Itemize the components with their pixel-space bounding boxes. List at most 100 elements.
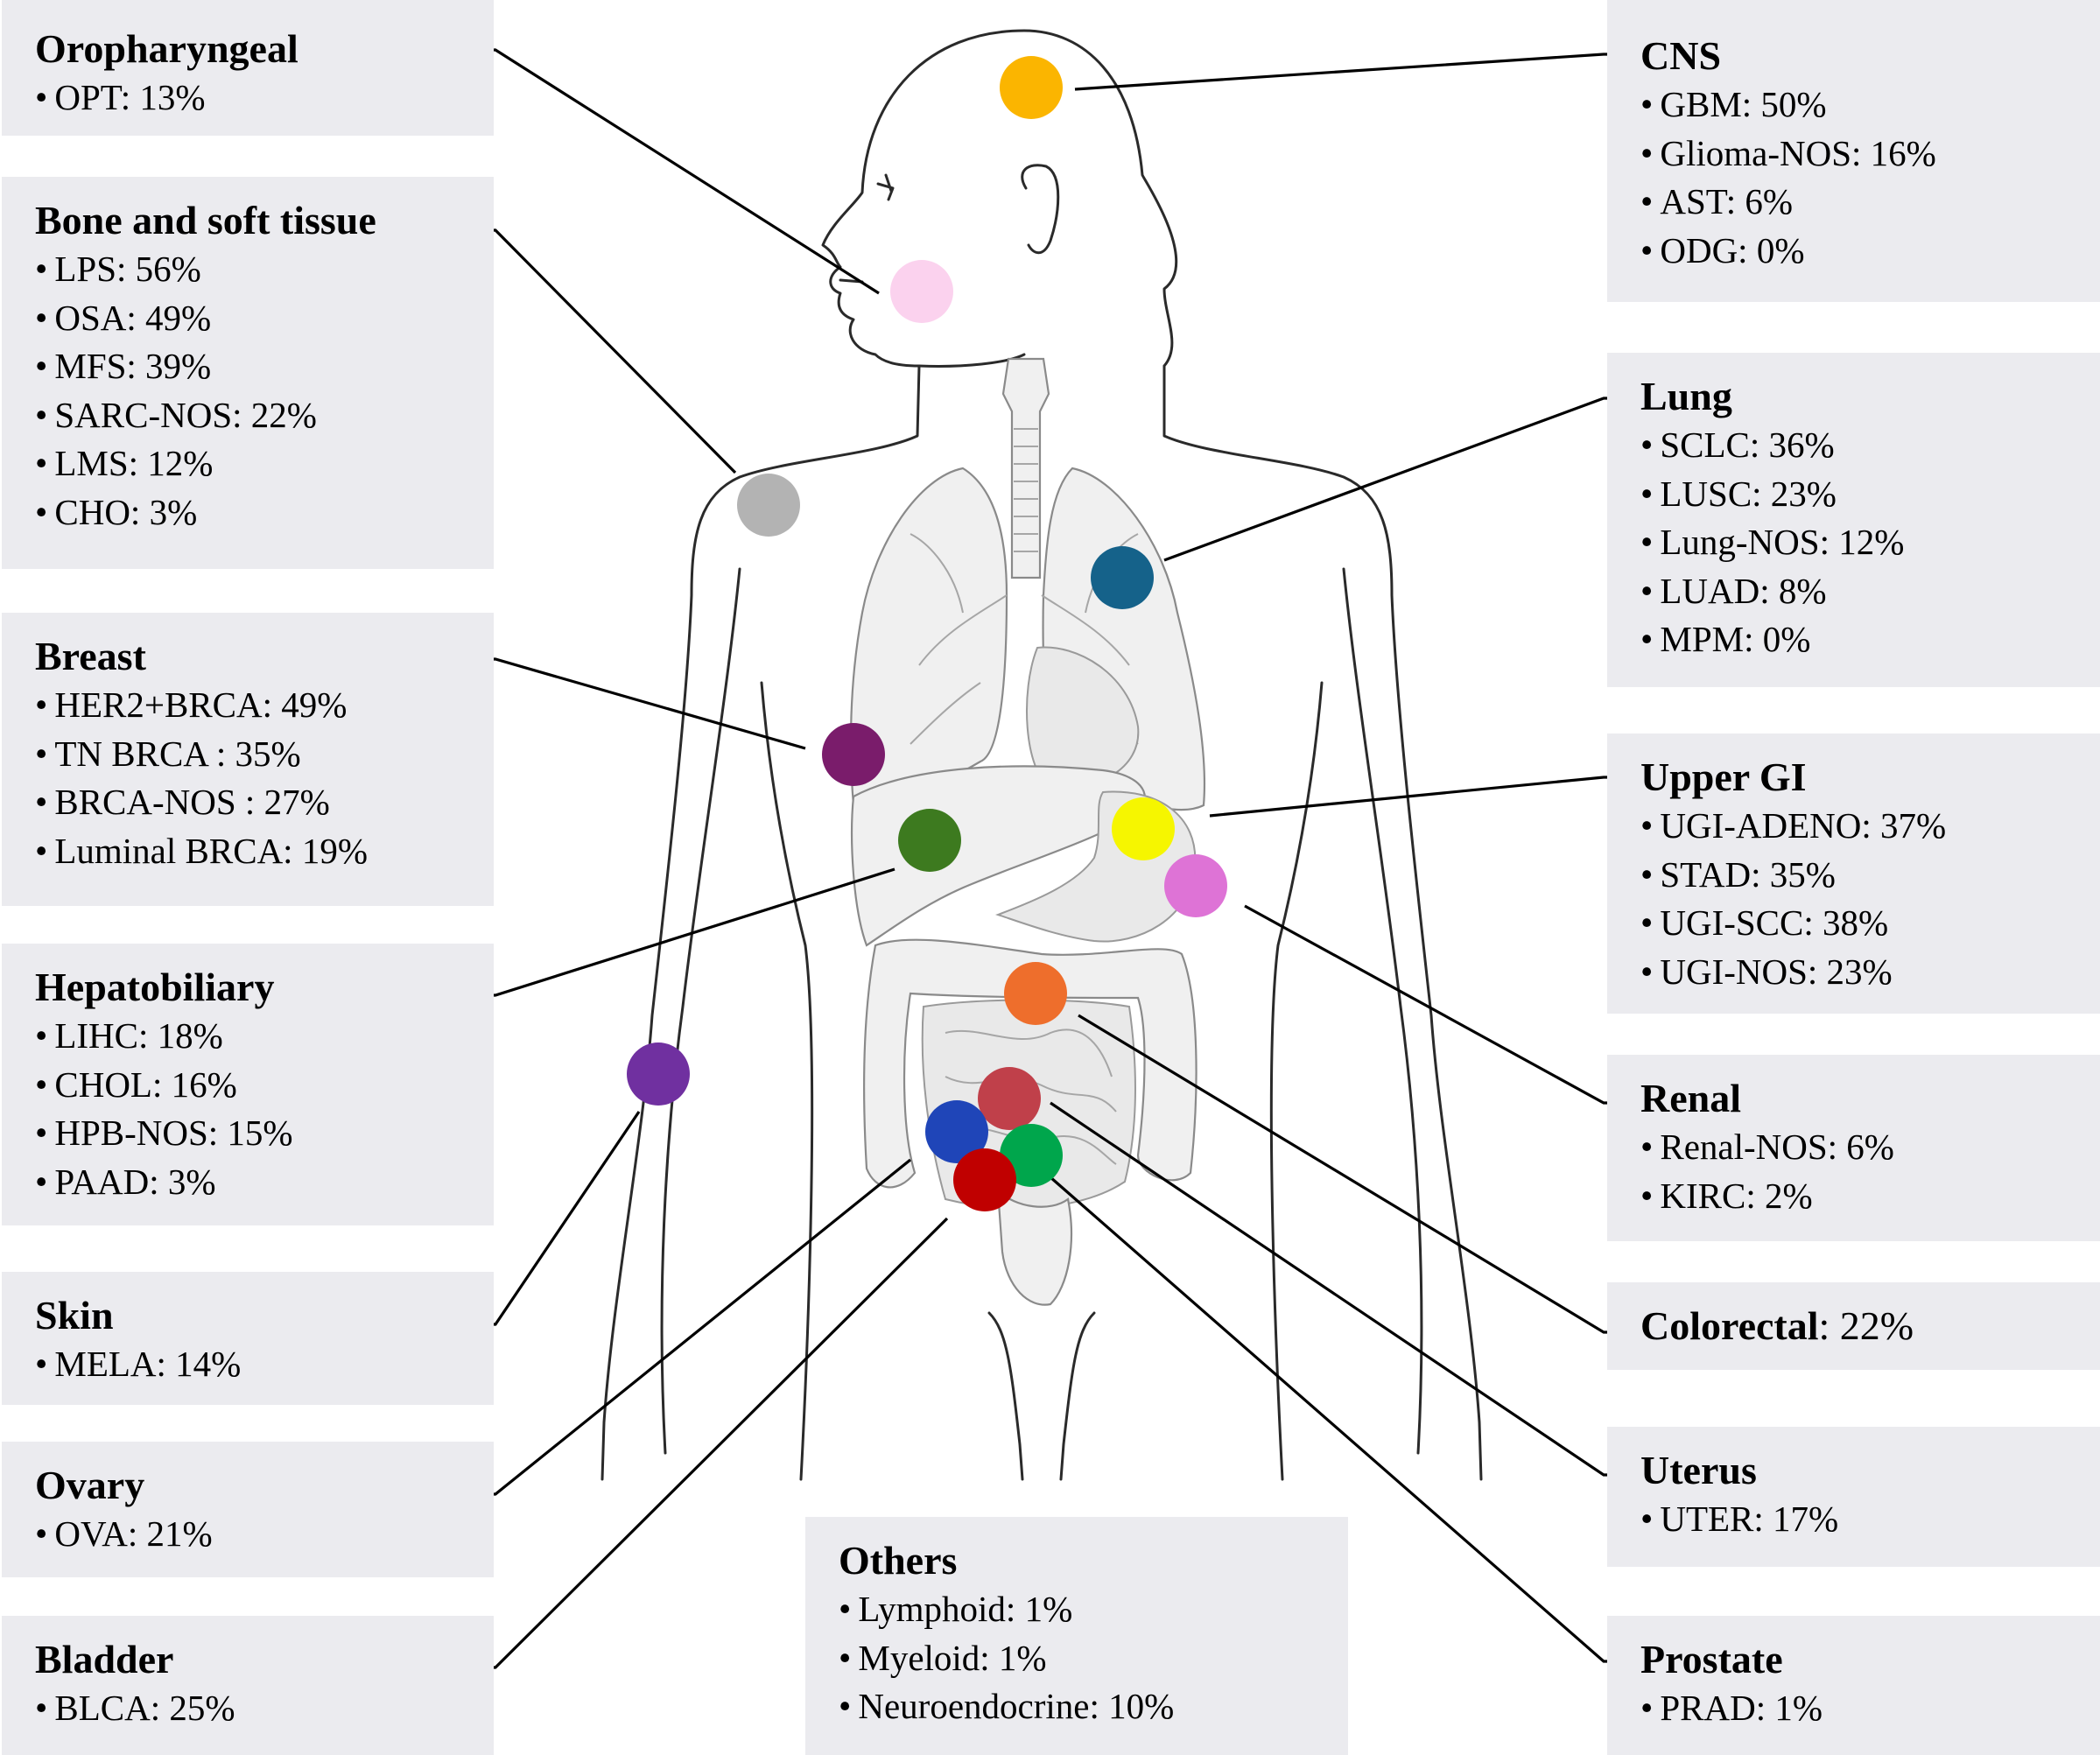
item-list: MELA: 14% (35, 1340, 494, 1389)
item-list: OVA: 21% (35, 1510, 494, 1559)
list-item: Renal-NOS: 6% (1640, 1123, 2100, 1172)
list-item: Neuroendocrine: 10% (839, 1682, 1348, 1731)
list-item: LUAD: 8% (1640, 567, 2100, 616)
list-item: Luminal BRCA: 19% (35, 827, 494, 876)
list-item: Lung-NOS: 12% (1640, 518, 2100, 567)
box-title: CNS (1640, 33, 1722, 78)
dot-bladder (953, 1148, 1016, 1211)
box-skin: Skin MELA: 14% (2, 1272, 494, 1405)
box-title: Breast (35, 634, 146, 678)
dot-prostate (1000, 1124, 1063, 1187)
box-title: Skin (35, 1293, 114, 1337)
dot-hepatobiliary (898, 809, 961, 872)
box-title: Colorectal: 22% (1640, 1302, 2100, 1351)
dot-bone-soft-tissue (737, 474, 800, 537)
dot-breast (822, 723, 885, 786)
leader-upper-gi (1209, 776, 1637, 818)
list-item: BLCA: 25% (35, 1684, 494, 1733)
item-list: GBM: 50%Glioma-NOS: 16%AST: 6%ODG: 0% (1640, 81, 2100, 275)
trachea-shape (1001, 357, 1050, 579)
box-lung: Lung SCLC: 36%LUSC: 23%Lung-NOS: 12%LUAD… (1607, 353, 2100, 687)
box-others: Others Lymphoid: 1%Myeloid: 1%Neuroendoc… (805, 1517, 1348, 1755)
organs (849, 357, 1206, 1481)
box-upper-gi: Upper GI UGI-ADENO: 37%STAD: 35%UGI-SCC:… (1607, 734, 2100, 1014)
list-item: CHOL: 16% (35, 1061, 494, 1110)
box-title: Others (839, 1538, 958, 1583)
dot-lung (1091, 546, 1154, 609)
dot-oropharyngeal (890, 260, 953, 323)
list-item: SCLC: 36% (1640, 421, 2100, 470)
list-item: STAD: 35% (1640, 851, 2100, 900)
list-item: HPB-NOS: 15% (35, 1109, 494, 1158)
item-list: OPT: 13% (35, 74, 494, 123)
rectum-shape (996, 1188, 1073, 1306)
dot-renal (1164, 854, 1227, 917)
item-list: Lymphoid: 1%Myeloid: 1%Neuroendocrine: 1… (839, 1585, 1348, 1731)
list-item: LIHC: 18% (35, 1012, 494, 1061)
dot-ovary (925, 1100, 988, 1163)
box-cns: CNS GBM: 50%Glioma-NOS: 16%AST: 6%ODG: 0… (1607, 0, 2100, 302)
list-item: UTER: 17% (1640, 1495, 2100, 1544)
box-breast: Breast HER2+BRCA: 49%TN BRCA : 35%BRCA-N… (2, 613, 494, 906)
list-item: KIRC: 2% (1640, 1172, 2100, 1221)
box-ovary: Ovary OVA: 21% (2, 1442, 494, 1577)
box-hepatobiliary: Hepatobiliary LIHC: 18%CHOL: 16%HPB-NOS:… (2, 944, 494, 1225)
list-item: OPT: 13% (35, 74, 494, 123)
list-item: LMS: 12% (35, 439, 494, 488)
list-item: OVA: 21% (35, 1510, 494, 1559)
box-title: Prostate (1640, 1637, 1783, 1681)
list-item: BRCA-NOS : 27% (35, 778, 494, 827)
item-list: BLCA: 25% (35, 1684, 494, 1733)
box-uterus: Uterus UTER: 17% (1607, 1427, 2100, 1567)
list-item: UGI-ADENO: 37% (1640, 802, 2100, 851)
list-item: MFS: 39% (35, 342, 494, 391)
dot-skin (627, 1042, 690, 1106)
item-list: Renal-NOS: 6%KIRC: 2% (1640, 1123, 2100, 1220)
item-list: SCLC: 36%LUSC: 23%Lung-NOS: 12%LUAD: 8%M… (1640, 421, 2100, 664)
dot-cns (1000, 56, 1063, 119)
site-dots (627, 56, 1227, 1211)
list-item: AST: 6% (1640, 178, 2100, 227)
leader-cns (1074, 53, 1637, 91)
box-title: Ovary (35, 1463, 145, 1507)
list-item: LUSC: 23% (1640, 470, 2100, 519)
box-title: Oropharyngeal (35, 26, 298, 71)
box-title: Hepatobiliary (35, 965, 275, 1009)
list-item: MPM: 0% (1640, 615, 2100, 664)
list-item: PRAD: 1% (1640, 1684, 2100, 1733)
human-body-outline (601, 29, 1483, 1481)
list-item: UGI-NOS: 23% (1640, 948, 2100, 997)
item-list: HER2+BRCA: 49%TN BRCA : 35%BRCA-NOS : 27… (35, 681, 494, 875)
list-item: OSA: 49% (35, 294, 494, 343)
list-item: TN BRCA : 35% (35, 730, 494, 779)
box-prostate: Prostate PRAD: 1% (1607, 1616, 2100, 1755)
box-title: Bladder (35, 1637, 174, 1681)
list-item: HER2+BRCA: 49% (35, 681, 494, 730)
list-item: LPS: 56% (35, 245, 494, 294)
colorectal-title: Colorectal (1640, 1303, 1819, 1348)
item-list: UTER: 17% (1640, 1495, 2100, 1544)
item-list: LPS: 56%OSA: 49%MFS: 39%SARC-NOS: 22%LMS… (35, 245, 494, 537)
list-item: Glioma-NOS: 16% (1640, 130, 2100, 179)
list-item: Myeloid: 1% (839, 1634, 1348, 1683)
list-item: ODG: 0% (1640, 227, 2100, 276)
item-list: UGI-ADENO: 37%STAD: 35%UGI-SCC: 38%UGI-N… (1640, 802, 2100, 996)
list-item: CHO: 3% (35, 488, 494, 537)
box-title: Uterus (1640, 1448, 1757, 1492)
dot-uterus (978, 1067, 1041, 1130)
list-item: Lymphoid: 1% (839, 1585, 1348, 1634)
list-item: GBM: 50% (1640, 81, 2100, 130)
item-list: PRAD: 1% (1640, 1684, 2100, 1733)
box-bone-soft-tissue: Bone and soft tissue LPS: 56%OSA: 49%MFS… (2, 177, 494, 569)
list-item: PAAD: 3% (35, 1158, 494, 1207)
box-oropharyngeal: Oropharyngeal OPT: 13% (2, 0, 494, 136)
dot-upper-gi (1112, 797, 1175, 860)
list-item: SARC-NOS: 22% (35, 391, 494, 440)
colorectal-value: : 22% (1818, 1303, 1914, 1348)
box-title: Upper GI (1640, 755, 1807, 799)
dot-colorectal (1004, 962, 1067, 1025)
box-renal: Renal Renal-NOS: 6%KIRC: 2% (1607, 1055, 2100, 1241)
box-colorectal: Colorectal: 22% (1607, 1282, 2100, 1370)
box-title: Bone and soft tissue (35, 198, 376, 242)
